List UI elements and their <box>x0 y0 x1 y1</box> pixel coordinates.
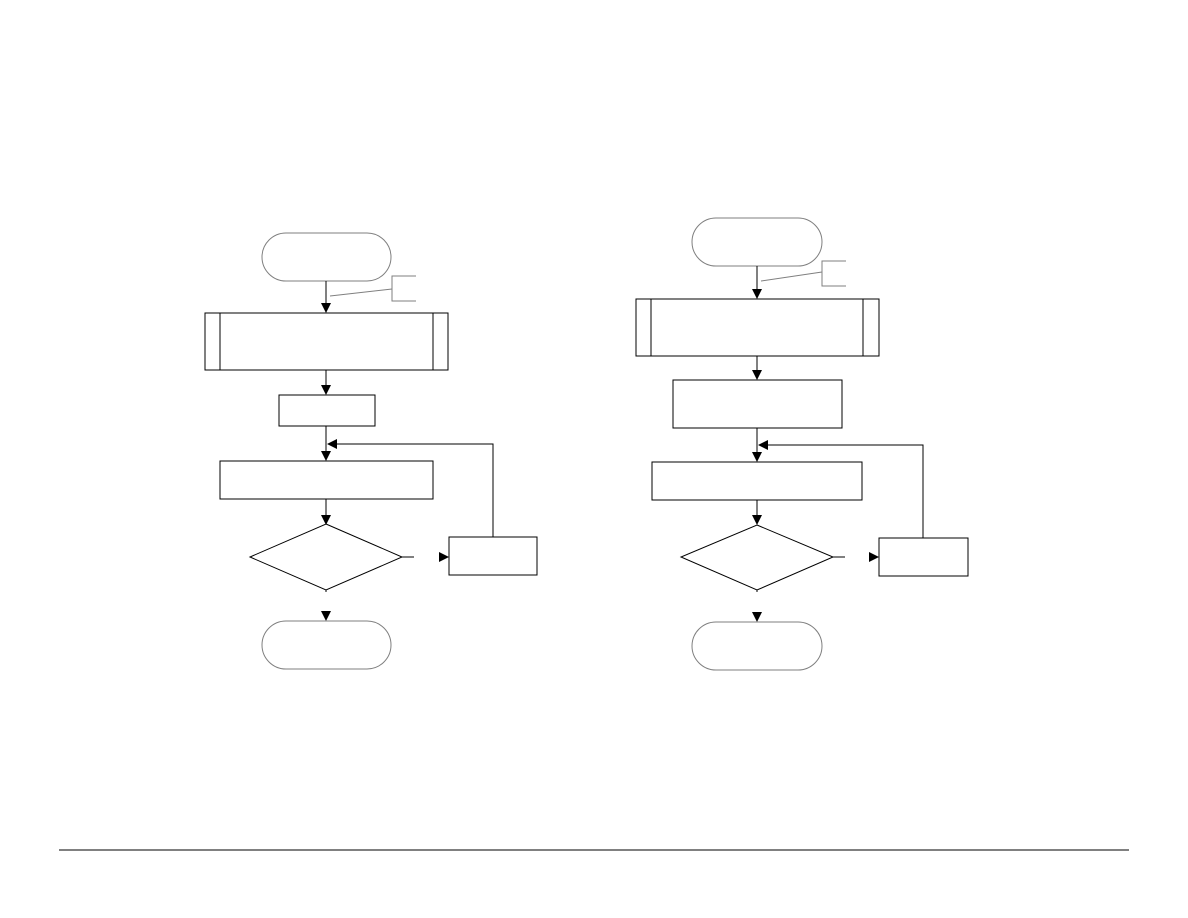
flowchart-left <box>204 232 538 670</box>
flowchart-right <box>635 217 969 671</box>
arrowhead <box>869 552 879 562</box>
annotation-leader-line <box>329 288 393 297</box>
loop-process-box <box>878 537 969 577</box>
process-2-box <box>651 461 863 501</box>
arrowhead <box>321 451 331 461</box>
annotation-bracket <box>821 260 846 287</box>
loop-process-box <box>448 536 538 576</box>
arrowhead <box>758 440 768 450</box>
arrowhead <box>321 515 331 525</box>
arrowhead <box>752 370 762 380</box>
start-terminator <box>691 217 823 267</box>
end-terminator <box>261 620 392 670</box>
decision-diamond <box>679 524 835 591</box>
loop-return-line <box>336 443 494 537</box>
arrowhead <box>439 552 449 562</box>
arrowhead <box>321 303 331 313</box>
decision-diamond <box>248 523 404 591</box>
arrowhead <box>752 289 762 299</box>
arrowhead <box>321 385 331 395</box>
predefined-process-box <box>635 298 880 357</box>
process-1-box <box>278 394 376 427</box>
process-1-box <box>672 379 843 429</box>
arrowhead <box>321 611 331 621</box>
arrowhead <box>327 439 337 449</box>
end-terminator <box>691 621 823 671</box>
annotation-bracket <box>391 275 416 302</box>
arrowhead <box>752 515 762 525</box>
predefined-process-box <box>204 312 449 371</box>
start-terminator <box>261 232 392 282</box>
loop-return-line <box>767 444 924 538</box>
arrowhead <box>752 612 762 622</box>
arrowhead <box>752 452 762 462</box>
process-2-box <box>219 460 434 500</box>
annotation-leader-line <box>760 271 823 282</box>
